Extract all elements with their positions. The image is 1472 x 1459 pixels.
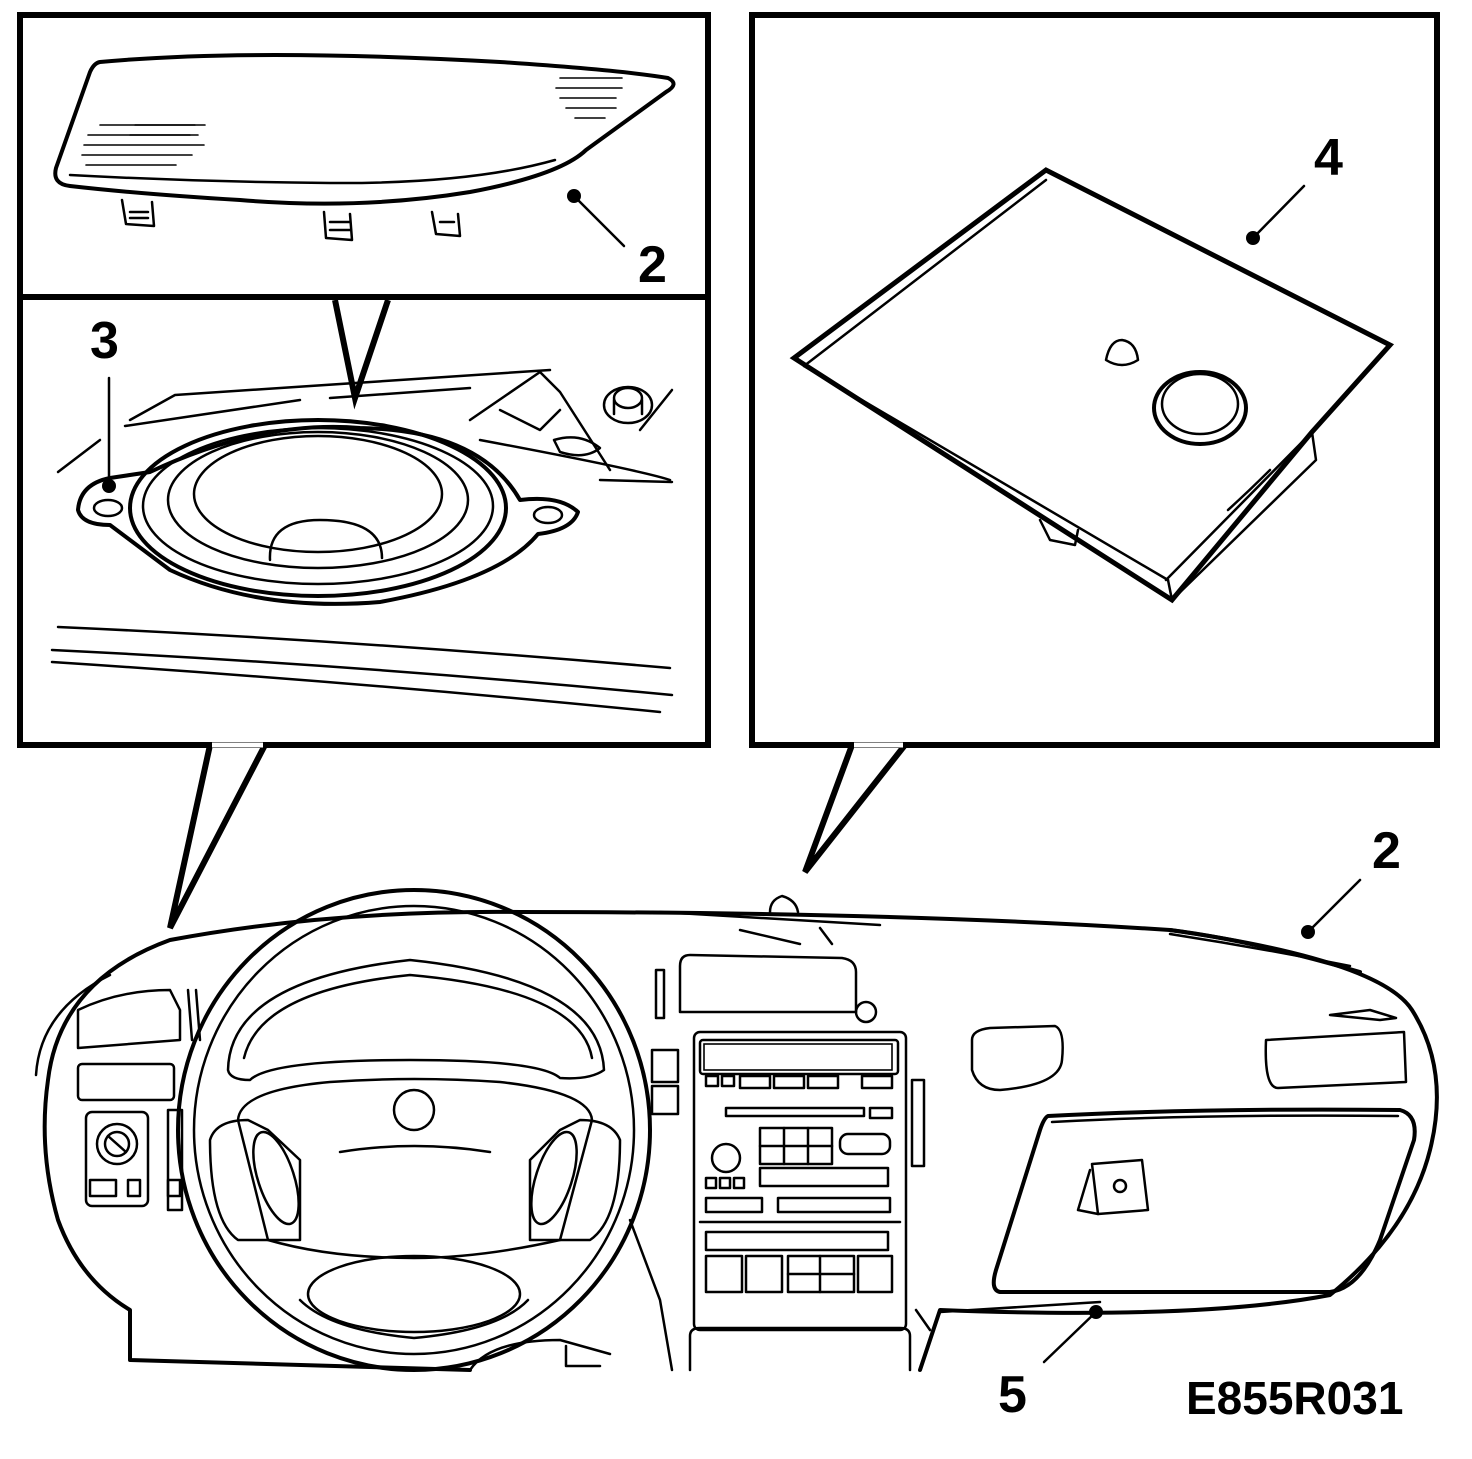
callout-label-2-dashboard: 2 [1372, 822, 1401, 880]
callout-label-3: 3 [90, 312, 119, 370]
speaker-illustration [50, 368, 674, 714]
right-panel-frame [749, 12, 1440, 748]
callout-3: 3 [90, 312, 119, 493]
callout-4: 4 [1246, 129, 1343, 245]
callout-2-upper: 2 [567, 189, 667, 294]
figure-code: E855R031 [1186, 1372, 1403, 1424]
callout-label-5: 5 [998, 1366, 1027, 1424]
callout-2-dashboard: 2 [1301, 822, 1401, 939]
callout-label-2-upper: 2 [638, 236, 667, 294]
right-panel-pointer [802, 743, 908, 874]
speaker-cover-illustration [53, 53, 676, 242]
dashboard-illustration [34, 888, 1439, 1372]
right-detail-panel: 4 [749, 12, 1440, 874]
left-panel-pointer [167, 743, 268, 930]
defroster-cover-illustration [789, 167, 1395, 604]
left-detail-panel: 2 [17, 12, 711, 930]
callout-5: 5 [998, 1305, 1103, 1424]
callout-label-4: 4 [1314, 129, 1343, 187]
left-panel-inner-pointer [332, 299, 391, 410]
